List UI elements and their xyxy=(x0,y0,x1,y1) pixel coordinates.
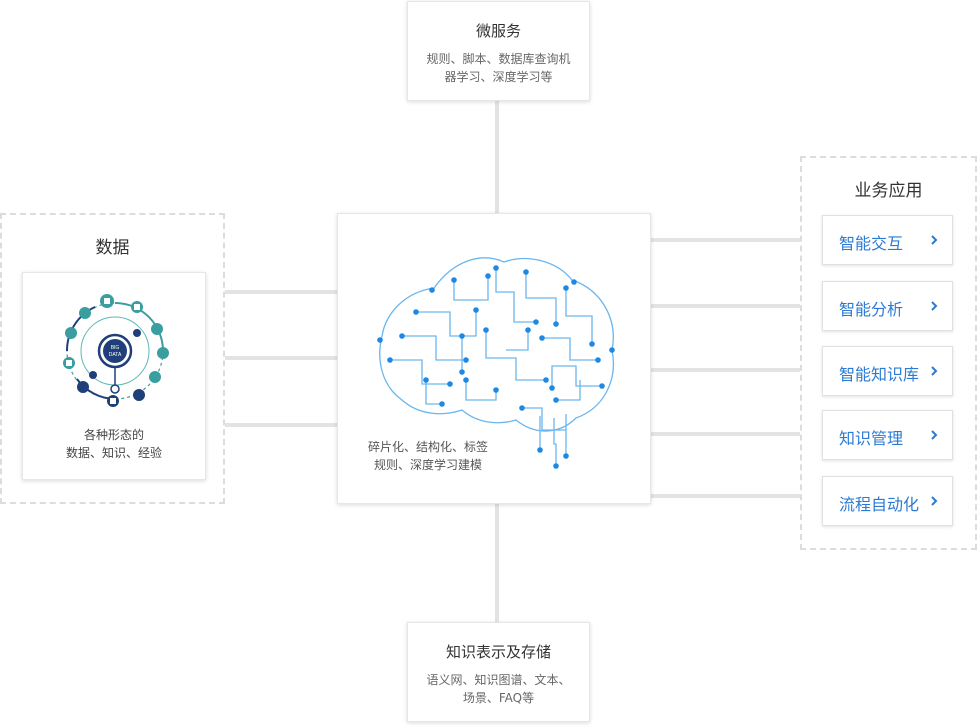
knowledge-node: 知识表示及存储 语义网、知识图谱、文本、 场景、FAQ等 xyxy=(407,622,590,722)
business-panel: 业务应用 智能交互 智能分析 智能知识库 知识管理 流程自动化 xyxy=(800,156,977,550)
microservice-desc-line1: 规则、脚本、数据库查询机 xyxy=(426,52,571,66)
data-panel-title: 数据 xyxy=(95,238,130,258)
app-button-label: 智能知识库 xyxy=(839,365,920,384)
chevron-right-icon xyxy=(928,234,940,246)
core-desc-line1: 碎片化、结构化、标签 xyxy=(367,440,488,454)
microservice-node: 微服务 规则、脚本、数据库查询机 器学习、深度学习等 xyxy=(407,1,590,101)
knowledge-desc-line1: 语义网、知识图谱、文本、 xyxy=(426,673,571,687)
connector-right-5 xyxy=(650,494,802,498)
connector-bottom xyxy=(495,504,499,622)
microservice-desc-line2: 器学习、深度学习等 xyxy=(444,70,553,84)
connector-right-3 xyxy=(650,368,802,372)
core-node: 碎片化、结构化、标签 规则、深度学习建模 xyxy=(337,213,651,504)
connector-right-1 xyxy=(650,238,802,242)
app-button-label: 智能交互 xyxy=(839,234,904,253)
big-data-line2: DATA xyxy=(109,352,122,358)
data-panel: 数据 BIG DATA xyxy=(0,213,225,504)
app-button-label: 智能分析 xyxy=(839,300,904,319)
connector-left-1 xyxy=(224,290,338,294)
app-button-smart-analysis[interactable]: 智能分析 xyxy=(822,281,953,331)
business-panel-title: 业务应用 xyxy=(854,181,923,201)
microservice-title: 微服务 xyxy=(475,22,521,40)
app-button-process-automation[interactable]: 流程自动化 xyxy=(822,476,953,526)
app-button-label: 流程自动化 xyxy=(839,495,920,514)
knowledge-title: 知识表示及存储 xyxy=(445,643,551,661)
circuit-brain-icon xyxy=(366,240,624,472)
app-button-label: 知识管理 xyxy=(839,429,904,448)
big-data-icon: BIG DATA xyxy=(55,291,175,411)
app-button-smart-knowledge-base[interactable]: 智能知识库 xyxy=(822,346,953,396)
connector-left-3 xyxy=(224,423,338,427)
knowledge-desc-line2: 场景、FAQ等 xyxy=(462,691,535,705)
chevron-right-icon xyxy=(928,495,940,507)
connector-left-2 xyxy=(224,356,338,360)
core-desc-line2: 规则、深度学习建模 xyxy=(373,458,482,472)
big-data-line1: BIG xyxy=(111,345,120,351)
app-button-knowledge-management[interactable]: 知识管理 xyxy=(822,410,953,460)
connector-right-2 xyxy=(650,304,802,308)
connector-right-4 xyxy=(650,432,802,436)
data-card: BIG DATA xyxy=(22,272,206,480)
app-button-smart-interaction[interactable]: 智能交互 xyxy=(822,215,953,265)
chevron-right-icon xyxy=(928,365,940,377)
chevron-right-icon xyxy=(928,429,940,441)
data-card-desc-line1: 各种形态的 xyxy=(83,428,144,442)
chevron-right-icon xyxy=(928,300,940,312)
connector-top xyxy=(495,100,499,214)
data-card-desc-line2: 数据、知识、经验 xyxy=(65,446,162,460)
